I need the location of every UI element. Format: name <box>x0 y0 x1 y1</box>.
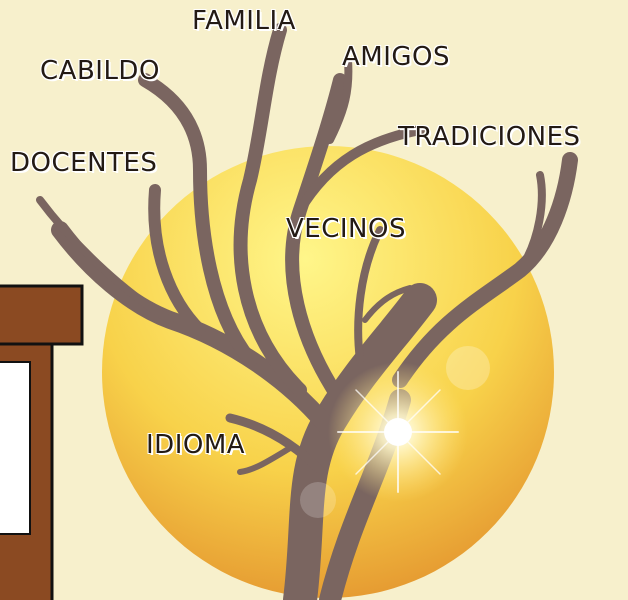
label-vecinos: VECINOS <box>286 214 406 244</box>
label-docentes: DOCENTES <box>10 148 158 178</box>
lens-flare <box>300 482 336 518</box>
label-tradiciones: TRADICIONES <box>398 122 581 152</box>
tree-branches <box>36 23 578 600</box>
label-amigos: AMIGOS <box>342 42 451 72</box>
label-familia: FAMILIA <box>192 6 296 36</box>
lens-flare <box>446 346 490 390</box>
light-core <box>384 418 412 446</box>
side-panel <box>0 284 84 600</box>
label-idioma: IDIOMA <box>146 430 246 460</box>
label-cabildo: CABILDO <box>40 56 160 86</box>
